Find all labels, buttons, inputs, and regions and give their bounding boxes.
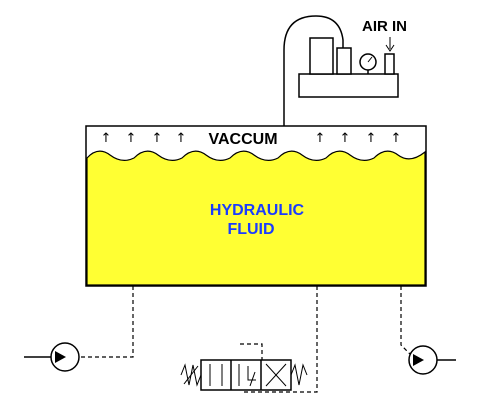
left-pump-line <box>80 286 134 358</box>
fluid-label-line2: FLUID <box>227 221 274 238</box>
air-unit-base <box>298 73 399 98</box>
vacuum-arrow-icon: ↑ <box>315 131 326 146</box>
left-pump-triangle <box>55 351 66 363</box>
air-regulator <box>336 47 352 75</box>
vacuum-arrow-icon: ↑ <box>391 131 402 146</box>
vacuum-arrow-icon: ↑ <box>340 131 351 146</box>
valve-flow-arrow <box>249 371 256 387</box>
air-hose <box>283 15 344 126</box>
valve-flow-arrow <box>265 363 287 387</box>
left-pump-icon <box>24 342 80 372</box>
air-in-arrow-head-icon <box>385 44 395 52</box>
vacuum-arrow-icon: ↑ <box>101 131 112 146</box>
air-in-label: AIR IN <box>362 18 407 35</box>
directional-control-valve <box>180 359 308 391</box>
air-supply-unit <box>298 37 399 98</box>
valve-body <box>200 359 292 391</box>
vacuum-arrows: ↑ ↑ ↑ ↑ ↑ ↑ ↑ ↑ <box>101 131 402 146</box>
fluid-label-line1: HYDRAULIC <box>210 202 305 219</box>
air-tank-cylinder <box>309 37 334 75</box>
vacuum-arrow-icon: ↑ <box>366 131 377 146</box>
vacuum-arrow-icon: ↑ <box>176 131 187 146</box>
hydraulic-fluid-surface <box>86 150 426 286</box>
gauge-needle <box>367 56 373 63</box>
reservoir-tank <box>85 125 427 287</box>
right-pump-line <box>400 286 412 356</box>
right-pump-icon <box>408 345 456 375</box>
valve-spring-right-icon <box>290 363 308 386</box>
right-pump-triangle <box>413 354 424 366</box>
valve-solenoid-left-icon <box>183 365 199 385</box>
vacuum-arrow-icon: ↑ <box>126 131 137 146</box>
air-inlet-fitting <box>384 53 395 75</box>
valve-blocked-port-icon <box>247 366 256 381</box>
vacuum-label: VACCUM <box>208 131 277 148</box>
vacuum-arrow-icon: ↑ <box>152 131 163 146</box>
